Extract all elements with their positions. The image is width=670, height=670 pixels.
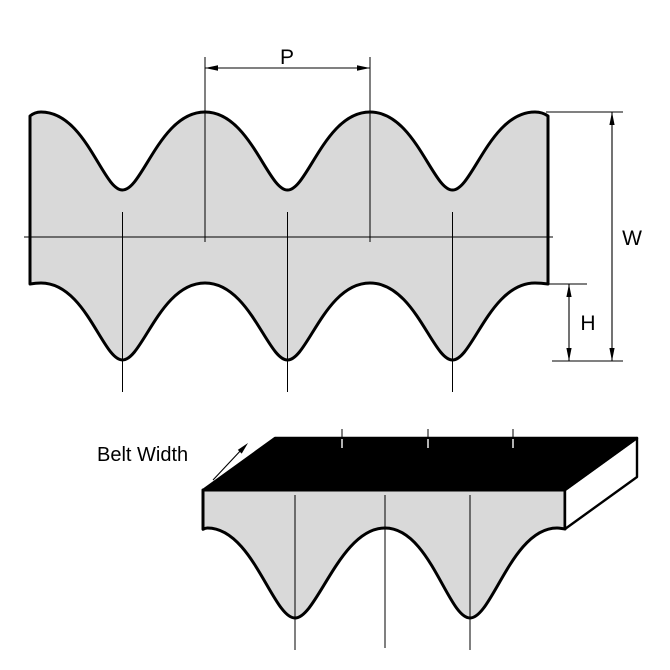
h-dimension-label: H — [580, 312, 595, 335]
h-arrowhead-top — [566, 284, 572, 297]
w-dimension-label: W — [622, 227, 642, 250]
belt-cross-section-profile — [28, 110, 550, 362]
top-face-centerline-ticks — [341, 429, 514, 448]
w-arrowhead-top — [609, 112, 615, 125]
belt-width-label: Belt Width — [97, 444, 188, 466]
belt-front-face — [201, 488, 567, 620]
belt-width-arrowhead — [237, 443, 248, 454]
dimension-pitch: P — [204, 46, 371, 242]
p-arrowhead-left — [205, 65, 218, 71]
p-arrowhead-right — [357, 65, 370, 71]
p-dimension-label: P — [280, 46, 294, 69]
belt-top-face — [201, 436, 639, 492]
perspective-view: Belt Width — [97, 429, 639, 650]
h-arrowhead-bottom — [566, 348, 572, 361]
belt-width-annotation: Belt Width — [97, 443, 248, 481]
w-arrowhead-bottom — [609, 348, 615, 361]
cross-section-view: P W H — [24, 46, 642, 392]
belt-width-arrow-line — [212, 447, 244, 481]
dimension-tooth-height: H — [541, 283, 596, 361]
dimension-overall-height: W — [546, 111, 642, 362]
